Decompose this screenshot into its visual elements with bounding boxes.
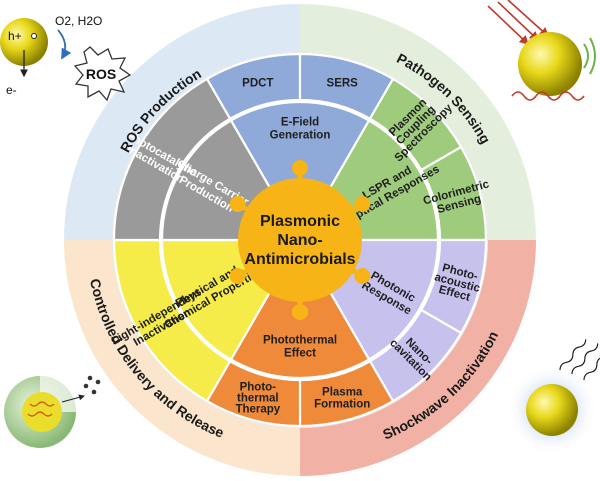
center-knob <box>229 268 246 284</box>
ros-burst-icon <box>73 46 132 102</box>
label-e-field-child-0: PDCT <box>242 78 273 90</box>
nanocapsule-icon <box>4 375 101 448</box>
center-knob <box>354 268 371 284</box>
center-knob <box>354 196 371 212</box>
electron-label: e- <box>6 83 17 97</box>
label-e-field-child-1: SERS <box>327 78 359 90</box>
sensing-light-icon <box>487 0 596 101</box>
center-knob <box>292 160 308 176</box>
ros-icon: h+ e- O2, H2O ROS <box>0 14 132 102</box>
ros-box-label: ROS <box>86 66 116 82</box>
gas-label: O2, H2O <box>55 14 102 28</box>
ring-ros-production <box>64 4 300 240</box>
center-circle <box>238 178 362 302</box>
ring-controlled-delivery <box>64 240 300 476</box>
ring-shockwave-inactivation <box>300 240 536 476</box>
ring-pathogen-sensing <box>300 4 536 240</box>
center-knob <box>292 304 308 320</box>
subsegment-charge-carrier-0 <box>112 77 232 242</box>
hole-label: h+ <box>8 29 22 43</box>
center-knob <box>229 196 246 212</box>
shockwave-icon <box>506 339 600 456</box>
